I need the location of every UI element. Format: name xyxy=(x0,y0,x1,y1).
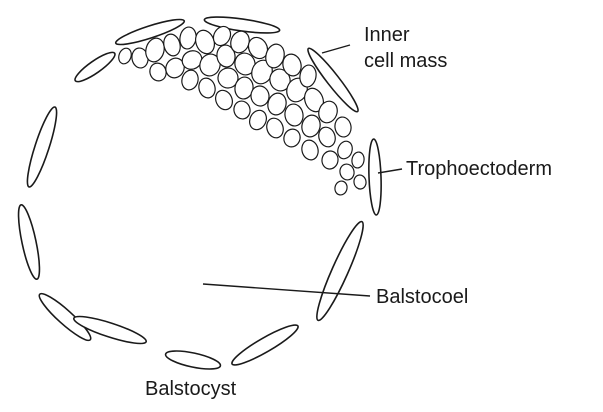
trophoectoderm-cell xyxy=(72,48,118,85)
inner-cell-mass-label-line1: Inner xyxy=(364,22,447,48)
icm-cell xyxy=(351,151,366,169)
icm-cell xyxy=(161,32,182,57)
icm-cell xyxy=(300,138,321,161)
icm-cell xyxy=(321,150,340,171)
icm-cell xyxy=(333,116,352,138)
trophoectoderm-cells xyxy=(14,14,382,373)
icm-cell xyxy=(178,26,198,50)
icm-cell xyxy=(213,88,236,113)
icm-cell xyxy=(264,116,286,140)
trophoectoderm-cell xyxy=(14,203,43,280)
inner-cell-mass-label: Inner cell mass xyxy=(364,22,447,74)
icm-cell xyxy=(283,103,305,128)
trophoectoderm-leader xyxy=(378,169,402,173)
trophoectoderm-cell xyxy=(229,320,302,370)
blastocoel-leader xyxy=(203,284,370,296)
icm-cell xyxy=(333,180,348,197)
blastocyst-label: Balstocyst xyxy=(145,376,236,402)
inner-cell-mass-cells xyxy=(117,23,367,196)
icm-cell xyxy=(232,99,252,121)
icm-cell xyxy=(281,127,302,149)
trophoectoderm-cell xyxy=(311,218,370,323)
icm-cell xyxy=(353,174,367,190)
icm-cell xyxy=(197,76,218,99)
icm-cell xyxy=(147,61,168,83)
trophoectoderm-label: Trophoectoderm xyxy=(406,156,552,182)
trophoectoderm-cell xyxy=(22,105,61,189)
inner-cell-mass-label-line2: cell mass xyxy=(364,48,447,74)
inner-cell-mass-leader xyxy=(322,45,350,53)
icm-cell xyxy=(117,46,134,65)
trophoectoderm-cell xyxy=(368,139,383,215)
blastocoel-label: Balstocoel xyxy=(376,284,468,310)
trophoectoderm-cell xyxy=(164,347,222,372)
